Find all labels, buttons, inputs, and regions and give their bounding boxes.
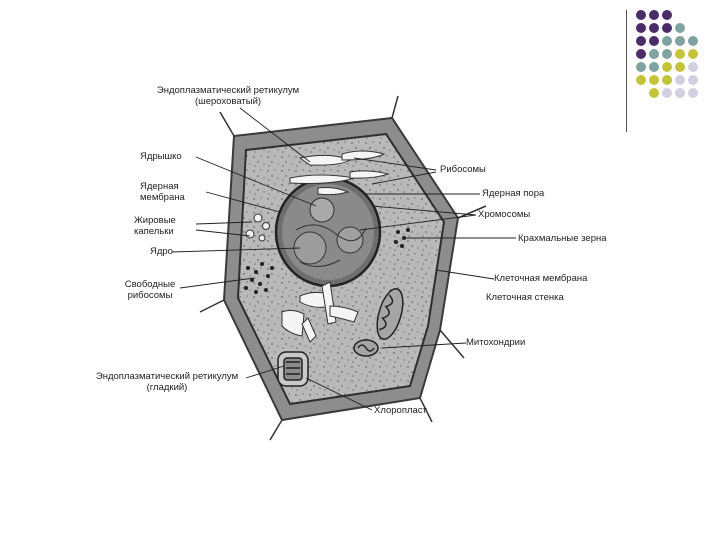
label-chromosomes: Хромосомы bbox=[478, 209, 530, 220]
label-chloroplast: Хлоропласт bbox=[374, 405, 427, 416]
label-free-ribosomes-line1: Свободные bbox=[110, 279, 190, 290]
label-er-smooth-line1: Эндоплазматический ретикулум bbox=[82, 371, 252, 382]
label-nucleolus: Ядрышко bbox=[140, 151, 182, 162]
label-free-ribosomes-line2: рибосомы bbox=[110, 290, 190, 301]
label-fat-drops: Жировые капельки bbox=[134, 215, 176, 237]
label-cell-membrane: Клеточная мембрана bbox=[494, 273, 587, 284]
label-nucleus: Ядро bbox=[150, 246, 173, 257]
chloroplast-shape bbox=[278, 352, 308, 386]
label-cell-wall: Клеточная стенка bbox=[486, 292, 564, 303]
label-ribosomes: Рибосомы bbox=[440, 164, 486, 175]
label-nuclear-pore: Ядерная пора bbox=[482, 188, 544, 199]
label-fat-drops-line2: капельки bbox=[134, 226, 176, 237]
label-er-rough: Эндоплазматический ретикулум (шероховаты… bbox=[138, 85, 318, 107]
label-free-ribosomes: Свободные рибосомы bbox=[110, 279, 190, 301]
label-er-smooth-line2: (гладкий) bbox=[82, 382, 252, 393]
label-er-rough-line1: Эндоплазматический ретикулум bbox=[138, 85, 318, 96]
label-nuclear-membrane-line1: Ядерная bbox=[140, 181, 185, 192]
label-mitochondria: Митохондрии bbox=[466, 337, 525, 348]
label-fat-drops-line1: Жировые bbox=[134, 215, 176, 226]
label-er-smooth: Эндоплазматический ретикулум (гладкий) bbox=[82, 371, 252, 393]
label-nuclear-membrane: Ядерная мембрана bbox=[140, 181, 185, 203]
label-er-rough-line2: (шероховатый) bbox=[138, 96, 318, 107]
label-nuclear-membrane-line2: мембрана bbox=[140, 192, 185, 203]
label-starch-grains: Крахмальные зерна bbox=[518, 233, 607, 244]
